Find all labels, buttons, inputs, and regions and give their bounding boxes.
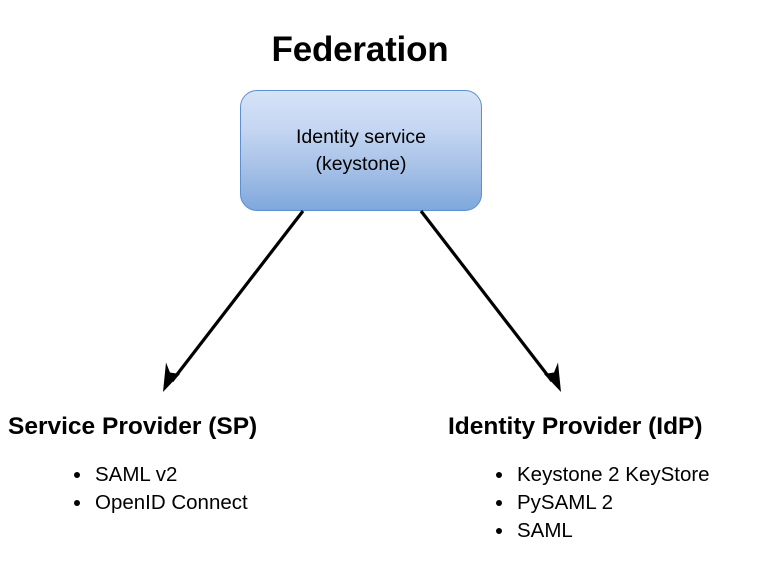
list-item-label: OpenID Connect	[95, 491, 248, 514]
identity-service-node: Identity service (keystone)	[240, 90, 482, 211]
bullet-icon	[496, 500, 502, 506]
service-provider-column: Service Provider (SP) SAML v2 OpenID Con…	[8, 412, 428, 517]
bullet-icon	[496, 528, 502, 534]
list-item-label: Keystone 2 KeyStore	[517, 463, 710, 486]
bullet-icon	[74, 500, 80, 506]
identity-provider-list: Keystone 2 KeyStore PySAML 2 SAML	[485, 461, 762, 545]
bullet-icon	[496, 472, 502, 478]
list-item: SAML v2	[63, 461, 428, 489]
identity-service-node-line-1: Identity service	[295, 125, 427, 148]
list-item-label: PySAML 2	[517, 491, 614, 514]
list-item: SAML	[485, 517, 762, 545]
list-item-label: SAML v2	[95, 463, 178, 486]
list-item-label: SAML	[517, 519, 573, 542]
service-provider-list: SAML v2 OpenID Connect	[63, 461, 428, 517]
arrow-to-identity-provider-icon	[419, 210, 561, 392]
list-item: Keystone 2 KeyStore	[485, 461, 762, 489]
bullet-icon	[74, 472, 80, 478]
arrow-to-service-provider-icon	[163, 210, 305, 392]
identity-provider-heading: Identity Provider (IdP)	[448, 413, 703, 440]
service-provider-heading: Service Provider (SP)	[8, 413, 258, 440]
identity-provider-column: Identity Provider (IdP) Keystone 2 KeySt…	[448, 412, 762, 545]
list-item: OpenID Connect	[63, 489, 428, 517]
page-title: Federation	[271, 30, 449, 69]
identity-service-node-line-2: (keystone)	[315, 152, 407, 175]
list-item: PySAML 2	[485, 489, 762, 517]
